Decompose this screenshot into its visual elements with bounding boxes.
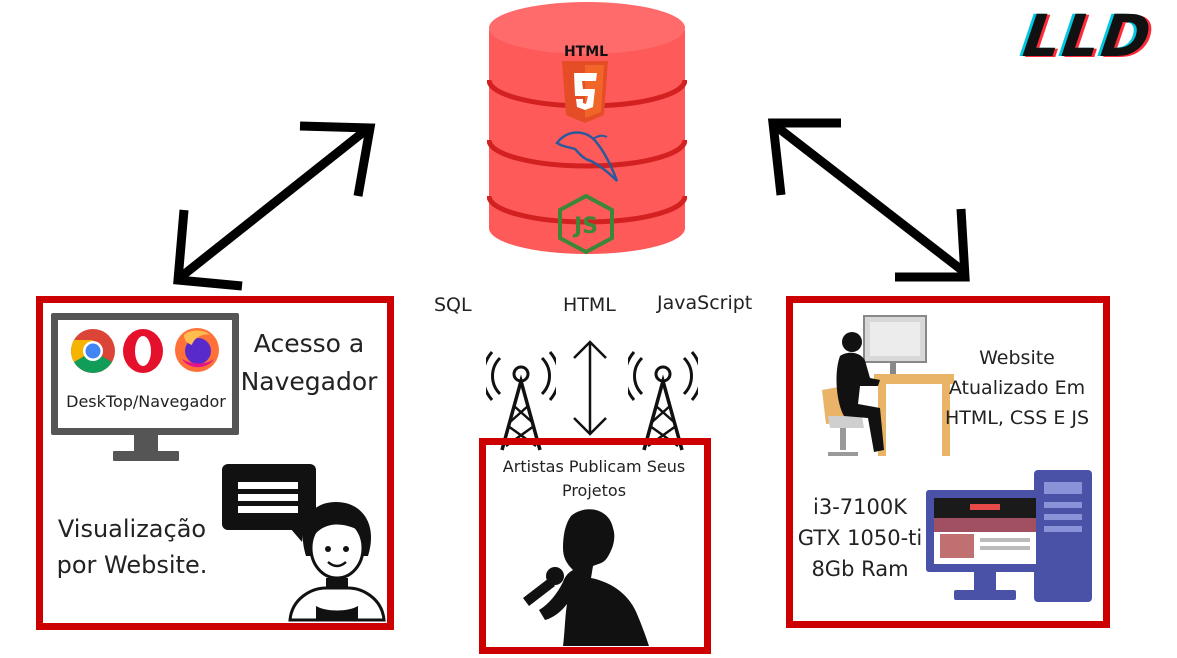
- javascript-label: JavaScript: [657, 292, 753, 314]
- lld-logo: LLD: [1019, 2, 1157, 70]
- firefox-icon: [175, 328, 219, 372]
- html-label: HTML: [563, 294, 616, 316]
- access-label: Acesso a Navegador: [240, 329, 378, 396]
- sql-label: SQL: [434, 294, 472, 316]
- antenna-tower-left-icon: [486, 351, 556, 451]
- opera-icon: [123, 329, 163, 373]
- right-double-arrow: [767, 118, 970, 282]
- html5-icon: [562, 61, 608, 123]
- database-icon: [487, 2, 687, 254]
- developer-at-desk-icon: [822, 315, 954, 456]
- mysql-dolphin-icon: [555, 131, 619, 182]
- specs-label: i3-7100K GTX 1050-ti 8Gb Ram: [797, 495, 923, 581]
- vertical-double-arrow: [573, 340, 607, 436]
- browser-label: DeskTop/Navegador: [66, 392, 226, 411]
- html-logo-caption: HTML: [563, 44, 609, 60]
- antenna-tower-right-icon: [628, 351, 698, 451]
- computer-monitor-tower-icon: [926, 470, 1092, 602]
- visualization-label: Visualização por Website.: [56, 515, 208, 579]
- singer-silhouette-icon: [523, 509, 649, 646]
- website-label: Website Atualizado Em HTML, CSS E JS: [944, 347, 1090, 429]
- artists-panel: [479, 438, 711, 654]
- artists-label: Artistas Publicam Seus Projetos: [502, 457, 686, 500]
- user-access-panel: [36, 296, 394, 630]
- svg-text:JS: JS: [572, 214, 598, 239]
- nodejs-icon: JS: [558, 193, 614, 255]
- server-panel: [786, 296, 1110, 628]
- woman-avatar-icon: [288, 502, 386, 622]
- chrome-icon: [71, 329, 115, 373]
- chat-bubble-icon: [222, 464, 316, 542]
- left-double-arrow: [173, 121, 376, 291]
